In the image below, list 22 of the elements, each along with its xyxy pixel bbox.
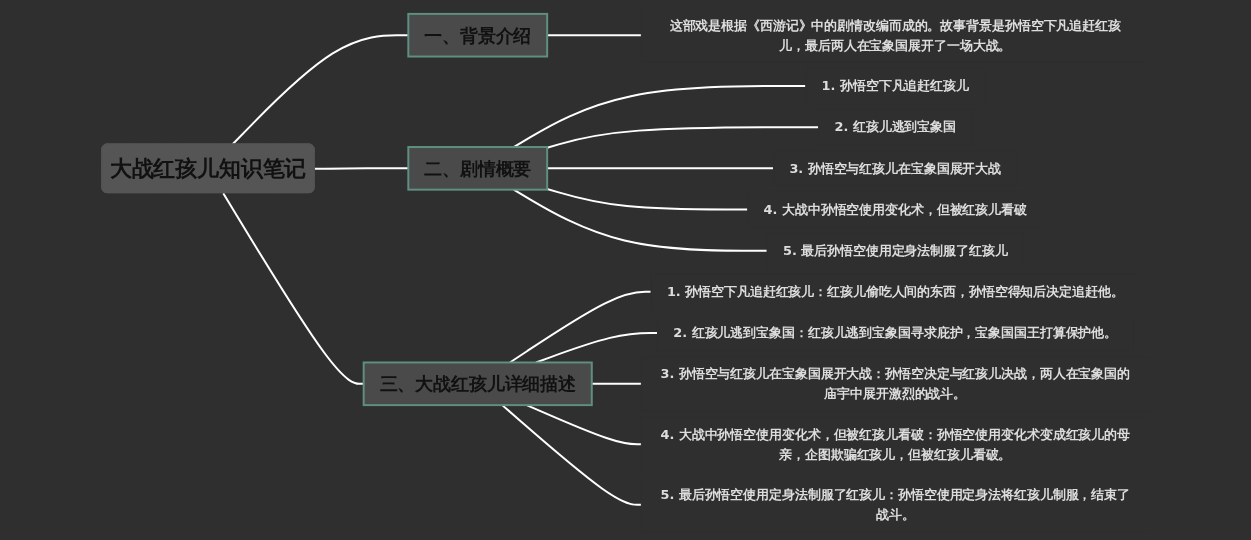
connector bbox=[512, 85, 807, 148]
connector bbox=[546, 126, 820, 149]
node-text: 2. 红孩儿逃到宝象国：红孩儿逃到宝象国寻求庇护，宝象国国王打算保护他。 bbox=[673, 325, 1118, 341]
connector bbox=[512, 188, 769, 252]
node-box bbox=[362, 361, 593, 407]
node-text: 1. 孙悟空下凡追赶红孩儿：红孩儿偷吃人间的东西，孙悟空得知后决定追赶他。 bbox=[666, 284, 1124, 300]
connector bbox=[546, 187, 749, 211]
node-box bbox=[407, 146, 549, 191]
node-text: 5. 最后孙悟空使用定身法制服了红孩儿：孙悟空使用定身法将红孩儿制服，结束了战斗。 bbox=[660, 487, 1131, 522]
connector bbox=[525, 404, 643, 446]
connector bbox=[508, 290, 652, 364]
node-text: 4. 大战中孙悟空使用变化术，但被红孩儿看破：孙悟空使用变化术变成红孩儿的母亲，企图欺骗红孩儿，但被红孩儿看破。 bbox=[660, 426, 1131, 462]
connector bbox=[501, 404, 643, 506]
connector bbox=[535, 332, 659, 364]
node-box bbox=[407, 12, 549, 58]
node-text: 4. 大战中孙悟空使用变化术，但被红孩儿看破 bbox=[763, 201, 1027, 217]
node-text: 3. 孙悟空与红孩儿在宝象国展开大战 bbox=[789, 160, 1002, 176]
node-text: 这部戏是根据《西游记》中的剧情改编而成的。故事背景是孙悟空下凡追赶红孩儿，最后两人在宝象国展开了一场大战。 bbox=[669, 17, 1121, 53]
node-text: 1. 孙悟空下凡追赶红孩儿 bbox=[821, 78, 969, 94]
node-text: 2. 红孩儿逃到宝象国 bbox=[834, 119, 956, 135]
node-text: 5. 最后孙悟空使用定身法制服了红孩儿 bbox=[782, 242, 1008, 258]
node-text: 3. 孙悟空与红孩儿在宝象国展开大战：孙悟空决定与红孩儿决战，两人在宝象国的庙宇中展开激烈的战斗。 bbox=[660, 366, 1131, 401]
